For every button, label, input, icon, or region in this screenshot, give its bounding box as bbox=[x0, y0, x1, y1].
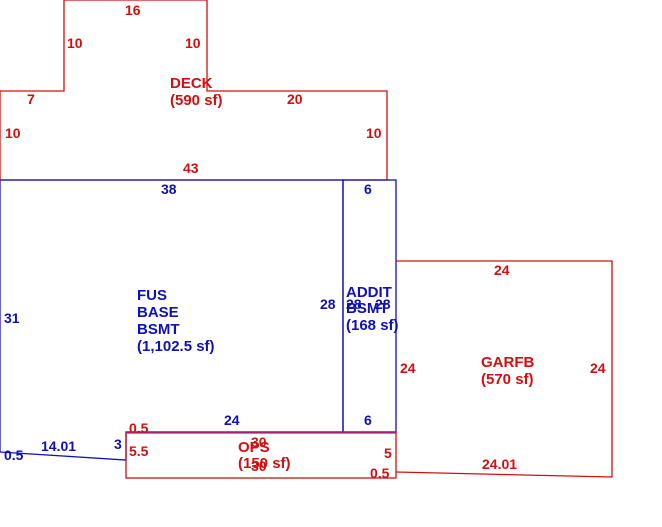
fus-dim-corner: 0.5 bbox=[4, 447, 24, 463]
addit-dim-top: 6 bbox=[364, 181, 372, 197]
porch-label-line-2: (150 sf) bbox=[238, 455, 291, 472]
fus-label-line-2: BASE bbox=[137, 304, 179, 321]
fus-dim-bottom-slope: 14.01 bbox=[41, 438, 76, 454]
fus-dim-step: 3 bbox=[114, 436, 122, 452]
fus-label-line-3: BSMT bbox=[137, 321, 180, 338]
porch-dim-left: 5.5 bbox=[129, 443, 149, 459]
garage-dim-bottom: 24.01 bbox=[482, 456, 517, 472]
porch-dim-corner: 0.5 bbox=[129, 420, 149, 436]
deck-dim-left-step: 7 bbox=[27, 91, 35, 107]
fus-dim-left: 31 bbox=[4, 310, 20, 326]
garage-dim-right: 24 bbox=[590, 360, 606, 376]
deck-dim-right-upper: 10 bbox=[185, 35, 201, 51]
addit-label-line-2: BSMT bbox=[346, 300, 389, 317]
fus-dim-right: 28 bbox=[320, 296, 336, 312]
addit-dim-bottom: 6 bbox=[364, 412, 372, 428]
deck-dim-bottom: 43 bbox=[183, 160, 199, 176]
fus-label-line-4: (1,102.5 sf) bbox=[137, 338, 215, 355]
garage-label-line-2: (570 sf) bbox=[481, 371, 534, 388]
deck-dim-left-upper: 10 bbox=[67, 35, 83, 51]
garage-outline bbox=[395, 260, 613, 478]
addit-label-line-1: ADDIT bbox=[346, 284, 392, 301]
garage-label-line-1: GARFB bbox=[481, 354, 534, 371]
deck-dim-right-step: 20 bbox=[287, 91, 303, 107]
addit-dim-left: 28 bbox=[346, 296, 362, 312]
garage-dim-corner: 0.5 bbox=[370, 465, 390, 481]
deck-label-line-2: (590 sf) bbox=[170, 92, 223, 109]
garage-dim-left: 24 bbox=[400, 360, 416, 376]
deck-outline bbox=[0, 0, 388, 180]
porch-outline bbox=[125, 431, 397, 479]
porch-dim-top: 30 bbox=[251, 434, 267, 450]
addit-dim-right: 28 bbox=[375, 296, 391, 312]
deck-dim-top: 16 bbox=[125, 2, 141, 18]
deck-dim-left-side: 10 bbox=[5, 125, 21, 141]
deck-label-line-1: DECK bbox=[170, 75, 213, 92]
porch-label-line-1: OPS bbox=[238, 439, 270, 456]
porch-dim-bottom: 30 bbox=[251, 458, 267, 474]
deck-dim-right-side: 10 bbox=[366, 125, 382, 141]
garage-dim-top: 24 bbox=[494, 262, 510, 278]
fus-label-line-1: FUS bbox=[137, 287, 167, 304]
garage-dim-side-short: 5 bbox=[384, 445, 392, 461]
fus-dim-bottom: 24 bbox=[224, 412, 240, 428]
addit-label-line-3: (168 sf) bbox=[346, 317, 399, 334]
fus-dim-top: 38 bbox=[161, 181, 177, 197]
